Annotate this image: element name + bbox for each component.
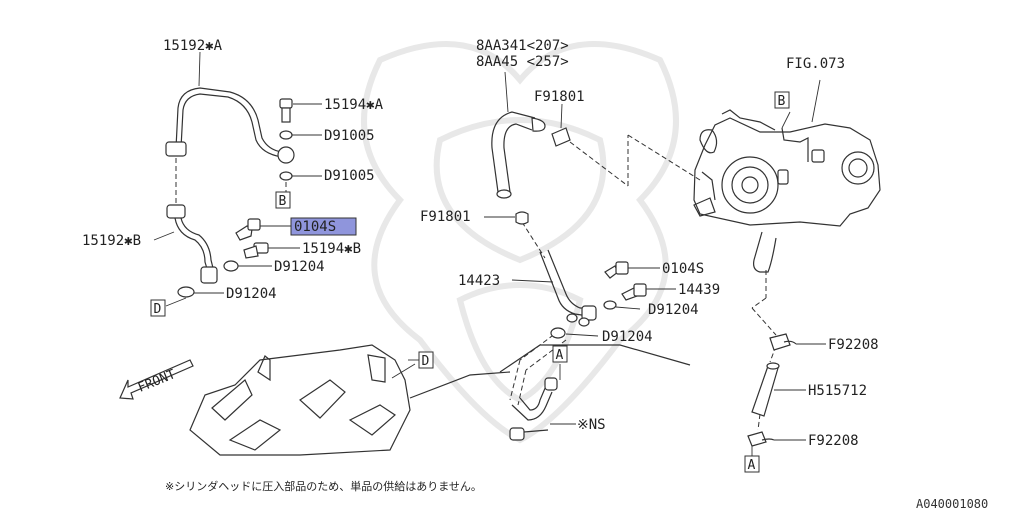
svg-text:A: A [748,458,756,473]
cylinder-head-sketch [189,344,691,456]
label-h515712[interactable]: H515712 [808,383,867,399]
front-arrow [119,359,194,400]
svg-text:B: B [279,194,287,209]
bolt-14439 [603,283,676,310]
label-f92208-lower[interactable]: F92208 [808,433,859,449]
label-0104s[interactable]: 0104S [662,261,704,277]
ref-box-b-right: B [774,91,790,109]
ref-box-d-left: D [150,299,166,317]
bolt-0104s [604,261,660,279]
turbocharger [693,79,881,273]
label-f91801-upper[interactable]: F91801 [534,89,585,105]
label-8aa341[interactable]: 8AA341<207> [476,38,569,54]
label-15192b[interactable]: 15192✱B [82,233,141,249]
label-8aa45[interactable]: 8AA45 <257> [476,54,569,70]
label-0104s-highlighted[interactable]: 0104S [290,217,357,236]
svg-text:D: D [154,302,162,317]
ref-box-b-left: B [275,191,291,209]
label-front: FRONT [136,367,178,396]
label-15194a[interactable]: 15194✱A [324,97,384,113]
svg-text:B: B [778,94,786,109]
ref-leaders [165,297,561,380]
label-d91005-upper[interactable]: D91005 [324,128,375,144]
label-d91204-c[interactable]: D91204 [648,302,699,318]
watermark-emblem [361,41,679,444]
water-pipe-14423 [511,249,599,339]
diagram-code: A040001080 [916,497,988,511]
svg-text:0104S: 0104S [294,219,336,235]
svg-text:A: A [556,348,564,363]
ref-box-a-right: A [744,455,760,473]
label-d91005-lower[interactable]: D91005 [324,168,375,184]
oil-pipe-lower [153,158,224,298]
label-14423[interactable]: 14423 [458,273,500,289]
label-d91204-d[interactable]: D91204 [602,329,653,345]
label-f92208-upper[interactable]: F92208 [828,337,879,353]
label-d91204-b[interactable]: D91204 [226,286,277,302]
svg-text:D: D [422,354,430,369]
label-ns[interactable]: ※NS [577,417,606,433]
banjo-bolt-lower [223,218,300,272]
ref-box-d-mid: D [418,351,434,369]
clip-f91801-lower [484,211,529,225]
banjo-bolt-upper [279,98,322,194]
footnote: ※シリンダヘッドに圧入部品のため、単品の供給はありません。 [165,479,482,493]
label-15194b[interactable]: 15194✱B [302,241,361,257]
label-15192a[interactable]: 15192✱A [163,38,223,54]
label-14439[interactable]: 14439 [678,282,720,298]
oil-pipe-upper [165,51,295,164]
hose-clip-upper [551,103,571,147]
label-d91204-a[interactable]: D91204 [274,259,325,275]
ref-box-a-mid: A [552,345,568,363]
hose-h515712 [751,362,806,417]
water-hose-upper [491,71,546,199]
label-f91801-lower[interactable]: F91801 [420,209,471,225]
hose-clamp-f92208-lower [747,431,806,456]
label-fig073[interactable]: FIG.073 [786,56,845,72]
water-hose-ns [509,377,576,441]
hose-clamp-f92208-upper [769,333,826,351]
